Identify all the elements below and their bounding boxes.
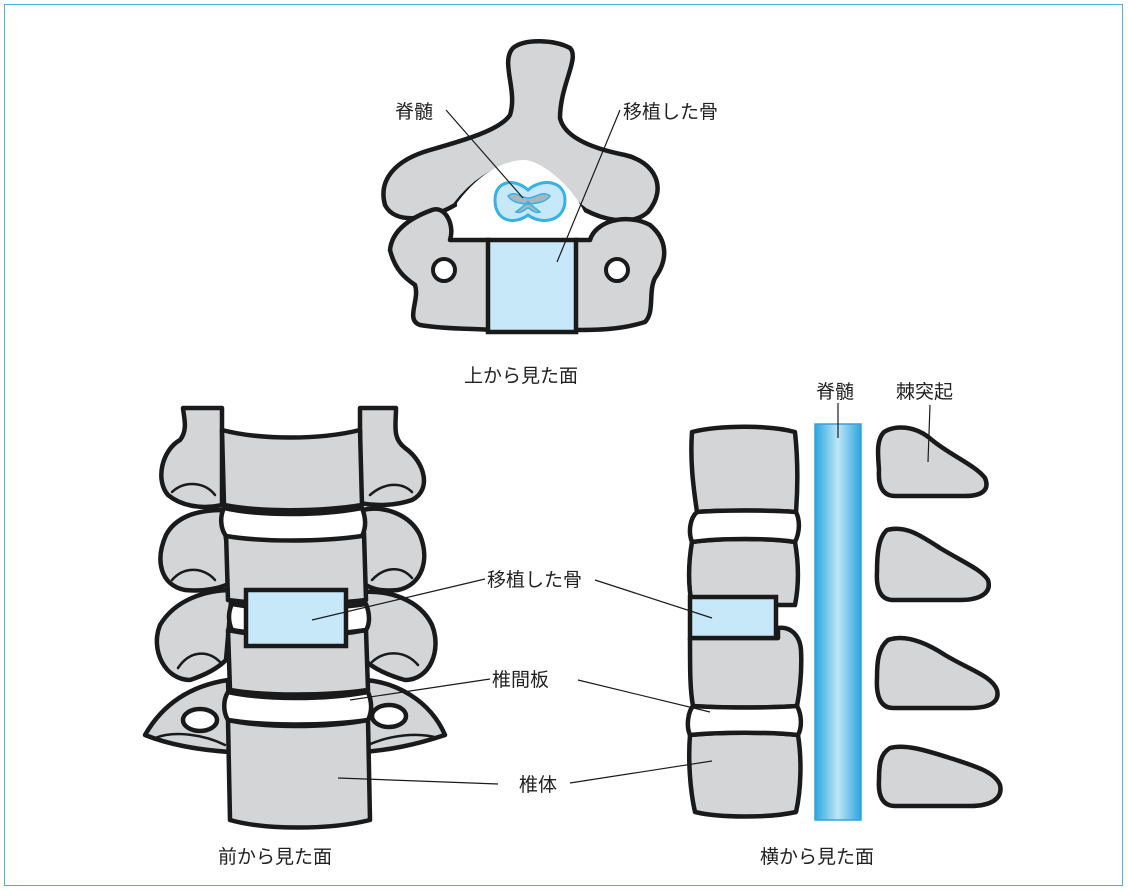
- side-disc-1: [690, 511, 799, 543]
- caption-side-view: 横から見た面: [760, 846, 874, 868]
- caption-top-view: 上から見た面: [464, 365, 578, 387]
- side-vertebral-body-1: [691, 427, 797, 512]
- top-bone-graft: [488, 240, 576, 332]
- side-view: 脊髄 棘突起 横から見た面: [570, 381, 1000, 868]
- side-spinous-process-4: [879, 747, 1001, 806]
- front-disc-1: [221, 508, 365, 541]
- front-foramen-right: [372, 705, 406, 727]
- top-view: 脊髄 移植した骨 上から見た面: [383, 41, 718, 387]
- top-foramen-right: [606, 259, 628, 281]
- top-foramen-left: [433, 259, 455, 281]
- side-spinal-cord: [815, 424, 861, 820]
- side-vertebral-body-4: [689, 733, 800, 817]
- side-spinous-process-2: [877, 529, 989, 600]
- side-spinous-process-1: [878, 427, 986, 496]
- top-label-graft: 移植した骨: [623, 101, 718, 123]
- front-vertebral-body-4: [228, 720, 370, 828]
- front-bone-graft: [246, 590, 346, 646]
- front-disc-3: [224, 692, 371, 725]
- front-right-process-2: [362, 509, 424, 591]
- front-view: 移植した骨 椎間板 椎体 前から見た面: [145, 408, 582, 868]
- front-label-body: 椎体: [519, 774, 557, 796]
- front-label-disc: 椎間板: [492, 669, 549, 691]
- top-label-spinal-cord: 脊髄: [395, 101, 433, 123]
- front-label-graft: 移植した骨: [487, 569, 582, 591]
- front-vertebral-body-1: [222, 430, 362, 510]
- side-label-spinal-cord: 脊髄: [816, 381, 854, 403]
- side-bone-graft: [690, 597, 776, 638]
- front-left-process-3: [157, 590, 232, 680]
- side-spinous-process-3: [877, 638, 998, 708]
- side-label-spinous: 棘突起: [896, 381, 953, 403]
- caption-front-view: 前から見た面: [218, 846, 332, 868]
- front-foramen-left: [183, 709, 217, 731]
- front-right-process-1: [360, 408, 424, 505]
- top-spinal-cord: [495, 183, 565, 221]
